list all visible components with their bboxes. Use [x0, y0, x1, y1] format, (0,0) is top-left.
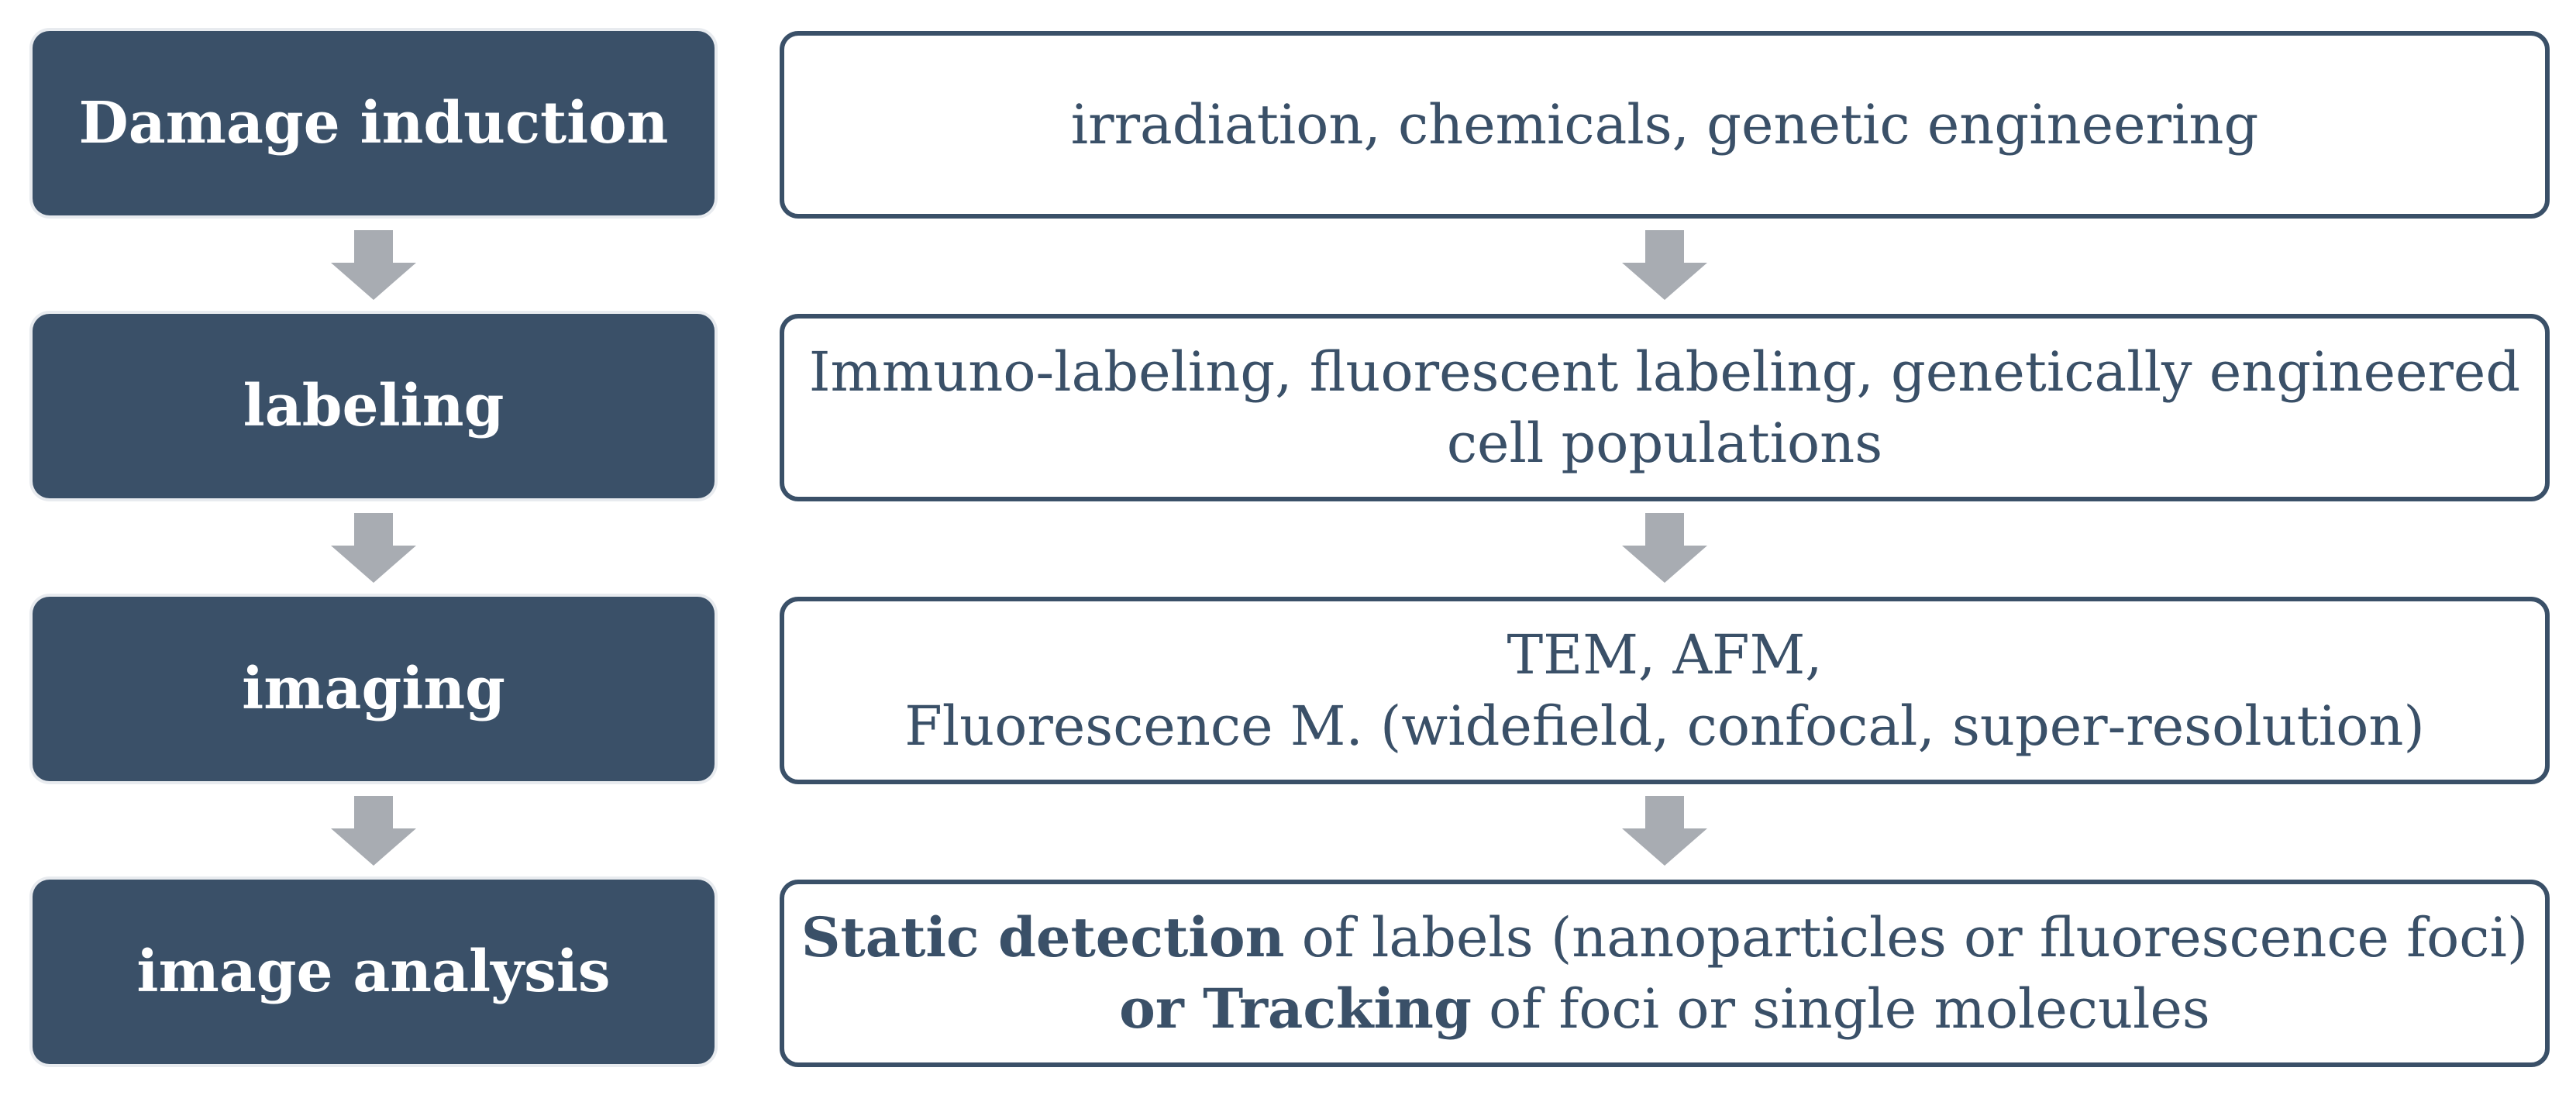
detail-text: of foci or single molecules [1471, 977, 2210, 1041]
detail-line: cell populations [1447, 408, 1882, 479]
stage-box-labeling: labeling [33, 314, 715, 498]
stage-label-image-analysis: image analysis [136, 938, 611, 1005]
stage-box-image-analysis: image analysis [33, 880, 715, 1064]
stage-label-damage-induction: Damage induction [78, 90, 669, 157]
detail-line: TEM, AFM, [1507, 619, 1822, 690]
detail-line: or Tracking of foci or single molecules [1119, 973, 2210, 1045]
detail-line: Static detection of labels (nanoparticle… [801, 902, 2528, 973]
detail-emphasis: Static detection [801, 904, 1285, 969]
down-arrow-icon [1622, 796, 1707, 866]
detail-box-labeling: Immuno-labeling, fluorescent labeling, g… [780, 314, 2550, 501]
detail-box-image-analysis: Static detection of labels (nanoparticle… [780, 880, 2550, 1067]
detail-emphasis: or Tracking [1119, 976, 1472, 1041]
detail-text: cell populations [1446, 412, 1883, 475]
detail-text: Immuno-labeling, fluorescent labeling, g… [808, 339, 2521, 404]
detail-text: Fluorescence M. (widefield, confocal, su… [904, 694, 2425, 758]
detail-box-damage-induction: irradiation, chemicals, genetic engineer… [780, 31, 2550, 219]
detail-box-imaging: TEM, AFM, Fluorescence M. (widefield, co… [780, 597, 2550, 784]
down-arrow-icon [331, 796, 416, 866]
detail-line: irradiation, chemicals, genetic engineer… [1071, 89, 2259, 160]
stage-box-damage-induction: Damage induction [33, 31, 715, 215]
detail-line: Immuno-labeling, fluorescent labeling, g… [809, 336, 2520, 408]
detail-line: Fluorescence M. (widefield, confocal, su… [904, 690, 2425, 762]
detail-text: irradiation, chemicals, genetic engineer… [1070, 92, 2259, 157]
detail-text: of labels (nanoparticles or fluorescence… [1284, 905, 2529, 969]
down-arrow-icon [1622, 230, 1707, 300]
down-arrow-icon [331, 513, 416, 583]
stage-label-labeling: labeling [243, 373, 505, 439]
detail-text: TEM, AFM, [1507, 622, 1823, 687]
down-arrow-icon [331, 230, 416, 300]
stage-box-imaging: imaging [33, 597, 715, 781]
stage-label-imaging: imaging [242, 656, 505, 722]
down-arrow-icon [1622, 513, 1707, 583]
